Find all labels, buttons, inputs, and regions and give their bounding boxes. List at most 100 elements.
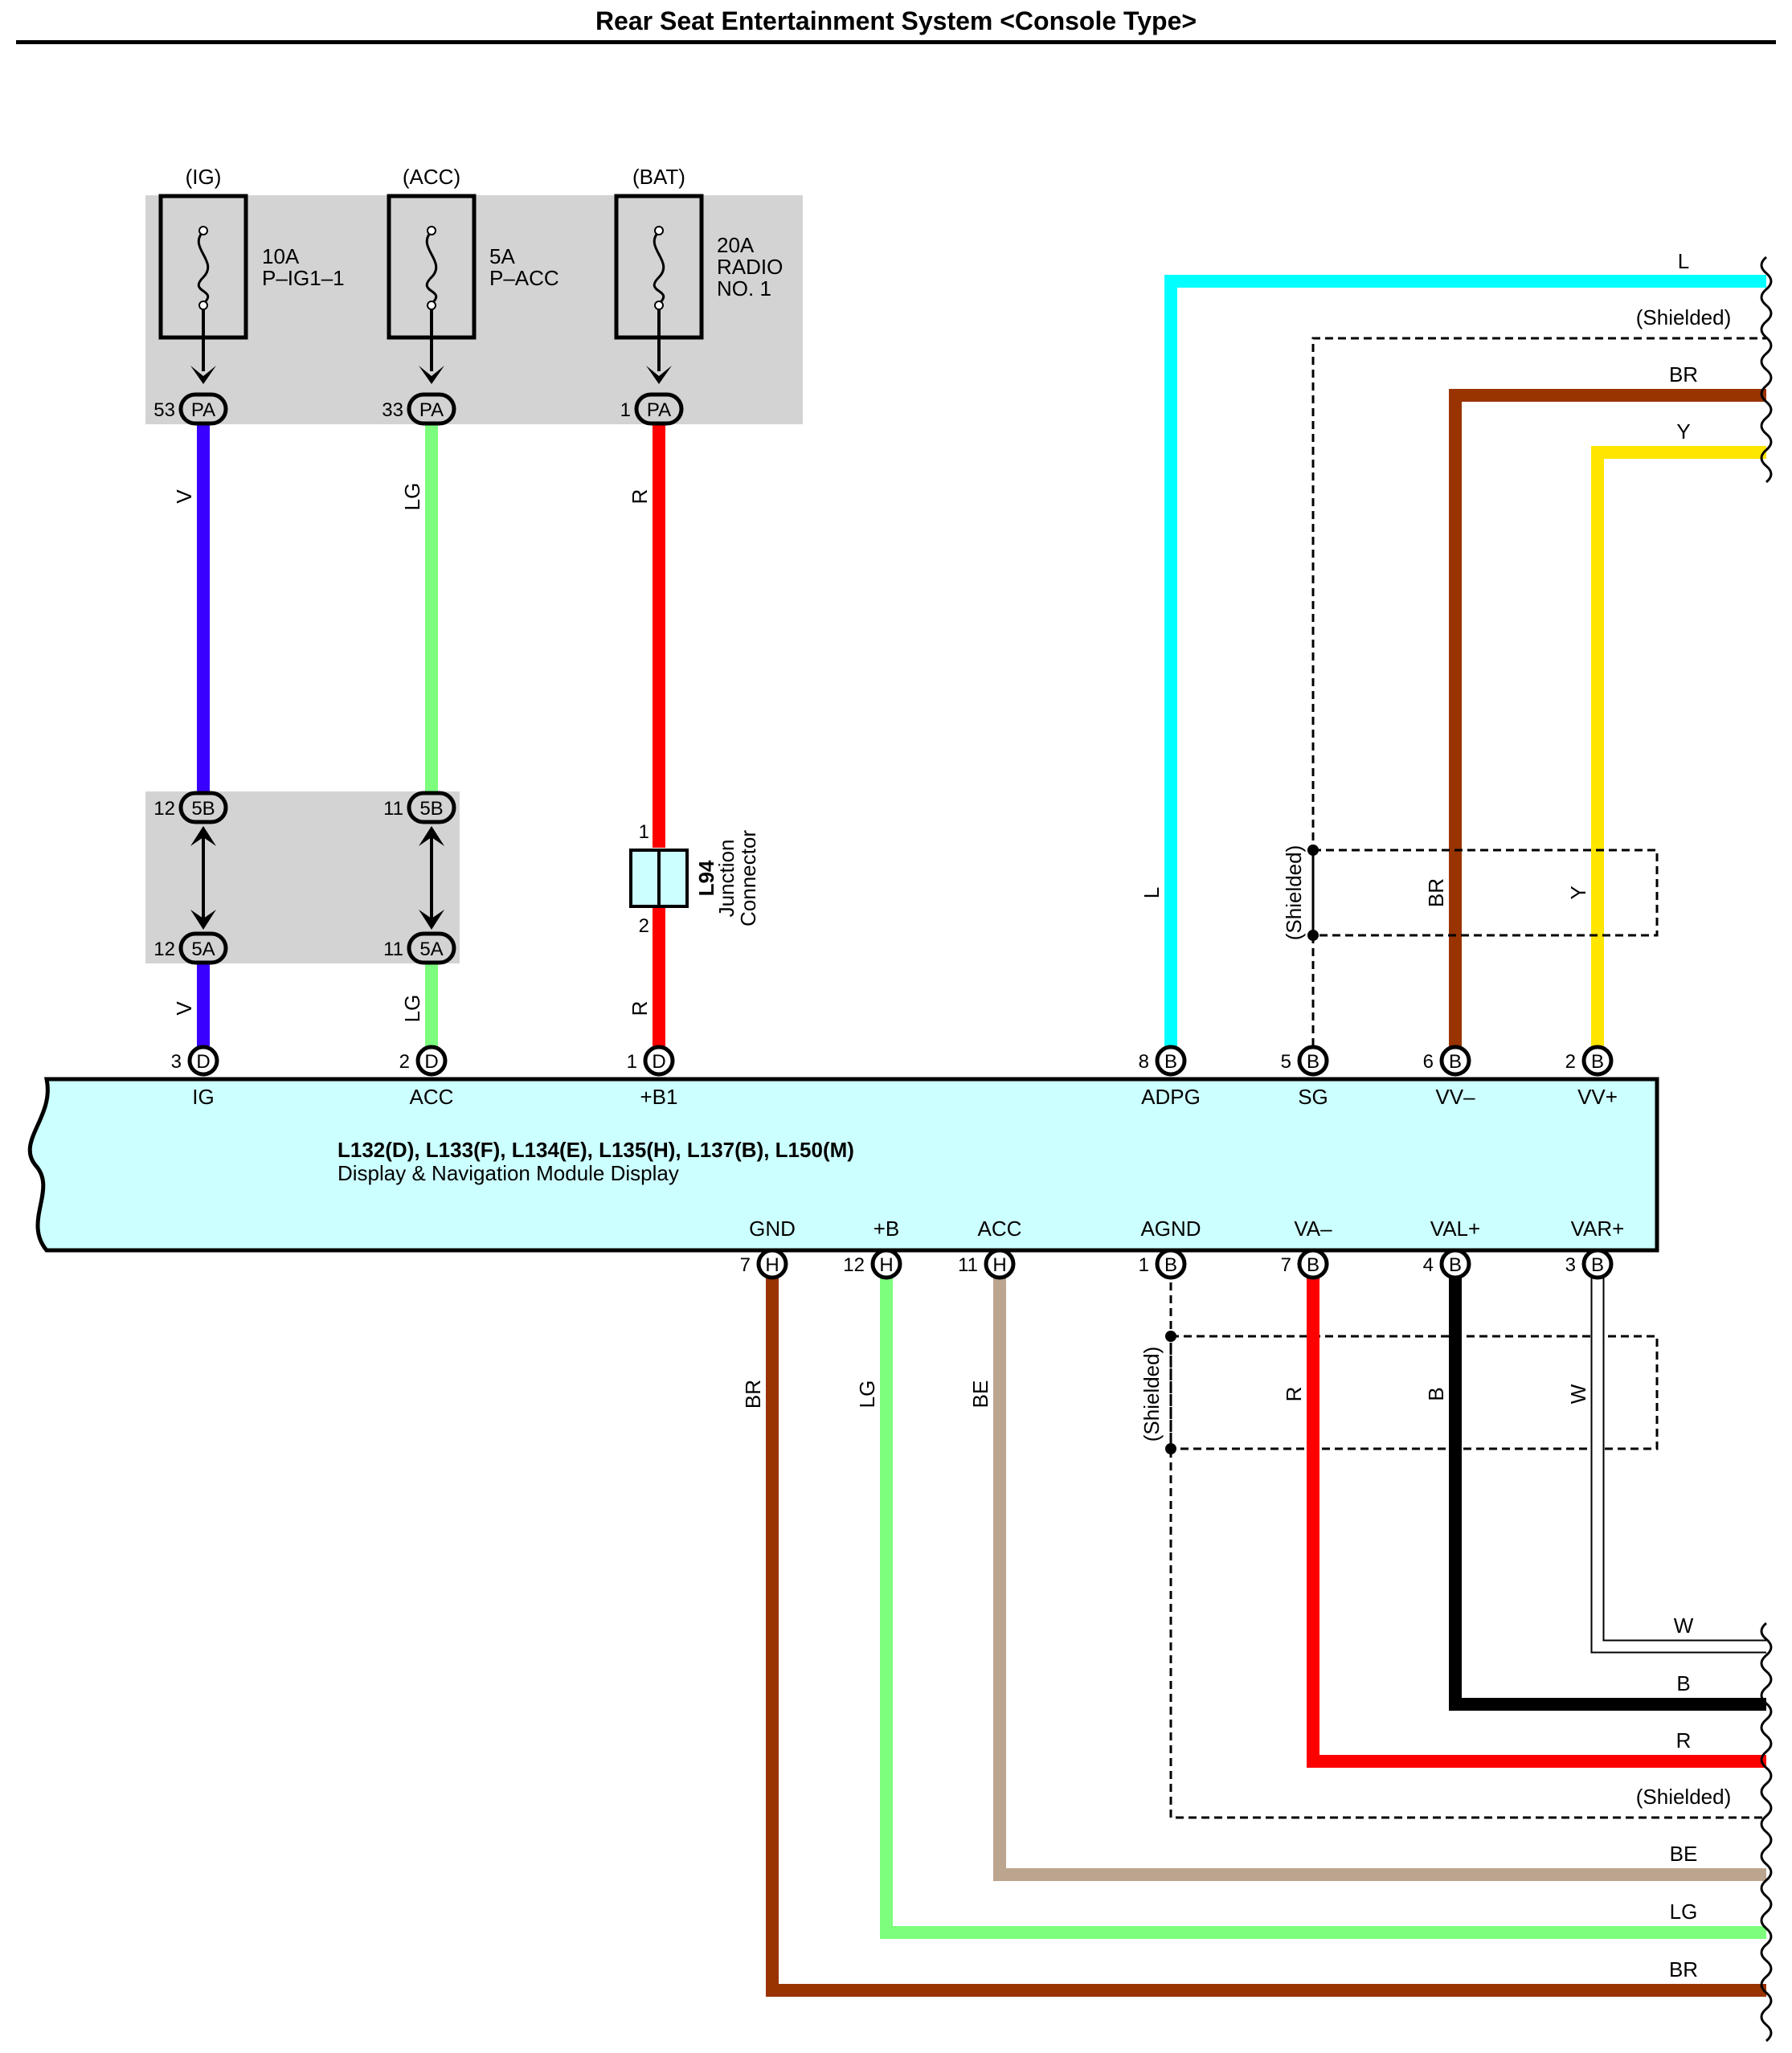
- connector-pa-53: PA: [178, 392, 228, 426]
- terminal-circle: H: [984, 1248, 1016, 1280]
- wire-color-label: (Shielded): [1636, 305, 1732, 329]
- fuse-rating: 5A: [489, 244, 515, 268]
- pin-number: 33: [382, 399, 403, 421]
- terminal-label: VV–: [1435, 1085, 1475, 1109]
- wire-color-label: BR: [1669, 1957, 1698, 1981]
- module-connectors: L132(D), L133(F), L134(E), L135(H), L137…: [338, 1138, 854, 1162]
- pin-number: 53: [153, 399, 175, 421]
- wire-color-label: V: [172, 489, 196, 504]
- page-title: Rear Seat Entertainment System <Console …: [595, 6, 1197, 35]
- pin-number: 11: [958, 1254, 978, 1276]
- shield-upper: [1311, 337, 1766, 1059]
- pin-number: 1: [1139, 1254, 1149, 1276]
- fuse-p-acc: [387, 194, 477, 384]
- wire-color-label: W: [1674, 1613, 1694, 1638]
- fuse-p-ig1-1: [158, 194, 248, 384]
- wire-color-label: B: [1424, 1387, 1448, 1401]
- pin-number: 7: [1281, 1254, 1291, 1276]
- wire-color-label: BR: [1669, 362, 1698, 386]
- pin-number: 12: [153, 939, 175, 960]
- svg-text:5A: 5A: [191, 939, 215, 960]
- wire-color-label: Y: [1566, 885, 1590, 899]
- pin-number: 12: [153, 798, 175, 820]
- shield-box-lower: [1169, 1335, 1659, 1450]
- svg-text:H: H: [765, 1254, 779, 1276]
- fuse-name-line2: NO. 1: [717, 276, 771, 301]
- wire-color-label: BR: [1424, 878, 1448, 907]
- terminal-circle: B: [1297, 1248, 1329, 1280]
- svg-text:D: D: [652, 1051, 665, 1073]
- junction-connector-l94: [629, 849, 689, 908]
- terminal-label: ACC: [410, 1085, 454, 1109]
- wire-color-label: L: [1678, 249, 1689, 273]
- pin-number: 11: [383, 939, 403, 960]
- svg-text:H: H: [992, 1254, 1006, 1276]
- pin-number: 2: [1565, 1051, 1576, 1073]
- wire-color-label: LG: [400, 483, 424, 511]
- terminal-circle: B: [1155, 1248, 1187, 1280]
- svg-text:5B: 5B: [419, 798, 443, 820]
- wire-color-label: R: [628, 1001, 652, 1016]
- wire-color-label: (Shielded): [1139, 1347, 1164, 1442]
- terminal-label: VAL+: [1430, 1217, 1480, 1241]
- pin-number: 12: [843, 1254, 865, 1276]
- terminal-label: GND: [749, 1217, 796, 1241]
- wire-color-label: R: [1282, 1387, 1306, 1402]
- svg-text:B: B: [1591, 1254, 1604, 1276]
- wire-color-label: W: [1566, 1384, 1590, 1404]
- wire-br-upper: [1449, 389, 1766, 1059]
- svg-text:D: D: [424, 1051, 438, 1073]
- svg-text:PA: PA: [419, 399, 444, 421]
- wire-w: [1590, 1270, 1766, 1654]
- wire-b-lower: [1449, 1270, 1766, 1711]
- terminal-label: AGND: [1140, 1217, 1201, 1241]
- svg-text:B: B: [1449, 1051, 1462, 1073]
- wire-be: [993, 1270, 1766, 1881]
- wire-l: [1164, 275, 1766, 1059]
- title-rule: [16, 40, 1776, 44]
- pin-number: 1: [620, 399, 631, 421]
- connector-pa-1: PA: [634, 392, 684, 426]
- shield-node: [1307, 930, 1319, 941]
- module-name: Display & Navigation Module Display: [338, 1161, 679, 1185]
- pin-number: 2: [639, 915, 649, 937]
- junction-connector-id: L94: [694, 860, 718, 896]
- wire-color-label: (Shielded): [1636, 1785, 1732, 1809]
- pin-number: 6: [1423, 1051, 1434, 1073]
- connector-5a-11: 5A: [407, 931, 456, 965]
- terminal-label: VAR+: [1571, 1217, 1625, 1241]
- wire-color-label: L: [1139, 887, 1164, 898]
- terminal-circle: B: [1581, 1248, 1614, 1280]
- shield-node: [1307, 845, 1319, 856]
- junction-connector-label: Connector: [736, 830, 760, 926]
- pin-number: 7: [740, 1254, 751, 1276]
- wire-br-lower: [766, 1270, 1766, 1997]
- pin-number: 1: [639, 821, 649, 843]
- wire-color-label: BE: [1670, 1842, 1698, 1866]
- svg-text:H: H: [879, 1254, 893, 1276]
- pin-number: 1: [627, 1051, 637, 1073]
- wire-break-marks: [1760, 256, 1773, 2043]
- terminal-label: VA–: [1294, 1217, 1332, 1241]
- fuse-name: P–ACC: [489, 266, 559, 290]
- shield-node: [1165, 1331, 1176, 1342]
- wire-color-label: BR: [741, 1380, 765, 1409]
- shield-box-upper: [1311, 849, 1659, 937]
- wire-color-label: LG: [855, 1380, 879, 1409]
- terminal-label: ADPG: [1141, 1085, 1201, 1109]
- fuse-name: RADIO: [717, 255, 783, 279]
- terminal-label: +B1: [640, 1085, 678, 1109]
- terminal-circle: D: [187, 1045, 219, 1077]
- wire-color-label: R: [1676, 1728, 1692, 1752]
- wire-color-label: Y: [1676, 419, 1690, 444]
- pin-number: 3: [1565, 1254, 1576, 1276]
- svg-text:PA: PA: [647, 399, 671, 421]
- wire-y: [1591, 446, 1766, 1059]
- connector-5a-12: 5A: [178, 931, 228, 965]
- svg-text:B: B: [1307, 1051, 1319, 1073]
- fuse-supply-label: (BAT): [632, 165, 685, 189]
- module-body: [27, 1077, 1659, 1253]
- terminal-circle: D: [643, 1045, 675, 1077]
- terminal-circle: B: [1439, 1248, 1471, 1280]
